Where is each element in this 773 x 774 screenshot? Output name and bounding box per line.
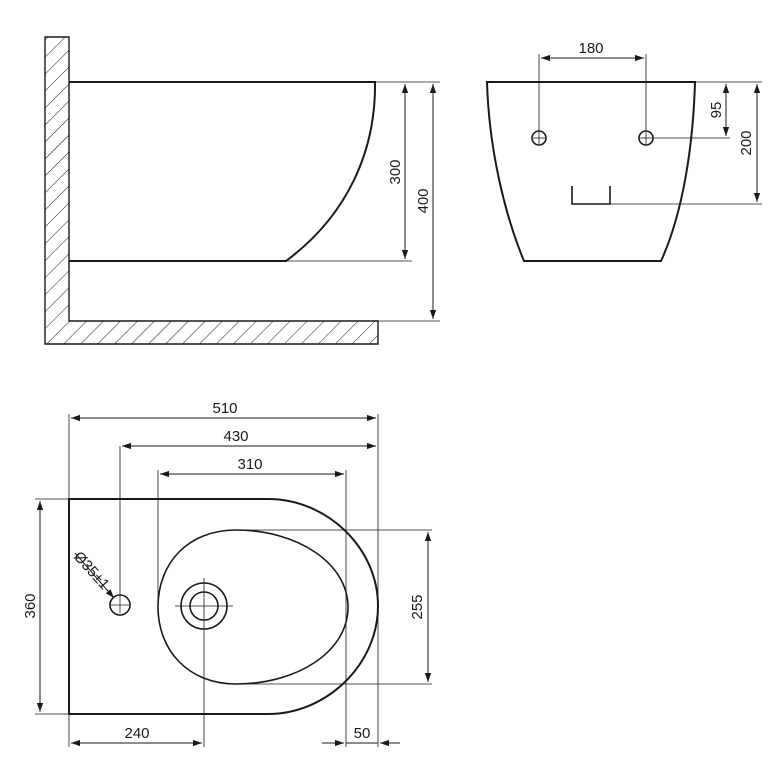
water-inlet — [571, 186, 611, 205]
bidet-rear-outline — [485, 81, 697, 262]
bowl-inner-outline — [157, 529, 349, 685]
dim-label-hole-spacing: 180 — [578, 40, 603, 57]
bidet-side-profile — [69, 81, 377, 262]
tap-hole-leader — [74, 552, 115, 599]
dim-label-total-height: 400 — [415, 188, 432, 213]
dim-label-total-depth: 510 — [212, 400, 237, 417]
dim-label-bowl-width: 255 — [409, 594, 426, 619]
dim-label-bowl-height: 300 — [387, 159, 404, 184]
side-view: 300 400 — [44, 36, 440, 345]
dim-label-hole-height: 95 — [708, 102, 725, 119]
tap-hole-diameter-label: Ø35±1 — [70, 548, 113, 593]
top-view: Ø35±1 510 430 310 360 255 240 50 — [22, 400, 432, 747]
dim-label-drain-distance: 240 — [124, 725, 149, 742]
dim-label-bowl-depth: 310 — [237, 456, 262, 473]
wall-hatch — [44, 36, 379, 345]
dim-label-tap-hole-depth: 430 — [223, 428, 248, 445]
dim-label-width: 360 — [22, 593, 39, 618]
rear-view: 180 95 200 — [485, 40, 762, 262]
dim-label-rim-offset: 50 — [354, 725, 371, 742]
dim-label-inlet-height: 200 — [738, 130, 755, 155]
